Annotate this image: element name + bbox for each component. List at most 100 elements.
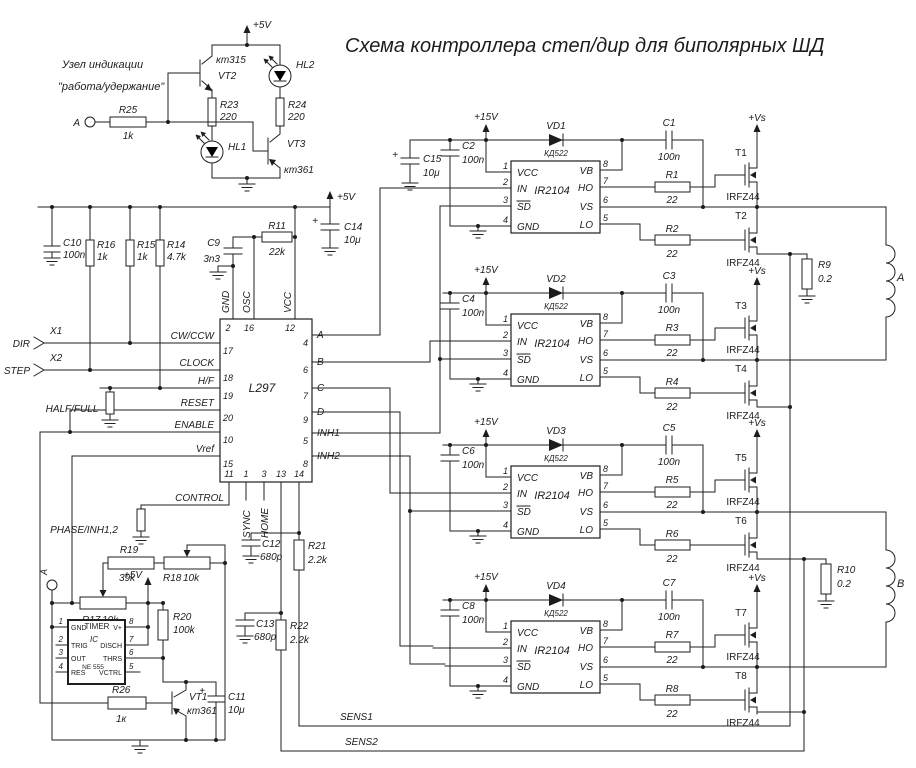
ir2104-pin-gnd: GND: [517, 527, 539, 538]
r25-label: R25: [119, 105, 138, 116]
t-lo-label: T4: [735, 364, 747, 375]
timer-ic-label: IC: [90, 635, 98, 644]
dir-label: DIR: [13, 339, 30, 350]
ir2104-pin-lo: LO: [580, 373, 594, 384]
rlo-value: 22: [665, 249, 678, 260]
ir2104-body: [510, 620, 601, 694]
pin-num: 2: [224, 323, 230, 333]
p15v-label: +15V: [474, 572, 499, 583]
pin-num: 12: [285, 323, 295, 333]
c11-polarity: +: [199, 686, 205, 697]
r22-label: R22: [290, 621, 309, 632]
r24-label: R24: [288, 100, 307, 111]
pin-num: 8: [603, 464, 608, 474]
p15v-arrow-icon: [482, 429, 490, 437]
diode-part: КД522: [544, 149, 568, 158]
cap-boot-value: 100n: [658, 152, 681, 163]
vt1-emitter-arrow-icon: [173, 708, 180, 715]
pin-num: 1: [59, 617, 63, 626]
boot-diode-icon: [549, 594, 563, 606]
pin-num: 7: [603, 481, 609, 491]
pin-num: 5: [603, 366, 609, 376]
vt2-emitter-arrow-icon: [204, 83, 212, 91]
ir2104-pin-vs: VS: [580, 355, 594, 366]
p15v-arrow-icon: [482, 584, 490, 592]
sens2-label: SENS2: [345, 737, 378, 748]
page-title: Схема контроллера степ/дир для биполярны…: [345, 35, 825, 57]
terminal-a: [84, 116, 96, 128]
step-label: STEP: [4, 366, 30, 377]
ir2104-pin-vs: VS: [580, 507, 594, 518]
cap-boot-value: 100n: [658, 305, 681, 316]
diode-part: КД522: [544, 302, 568, 311]
ne555-body: [67, 619, 126, 685]
r9-label: R9: [818, 260, 831, 271]
pin-num: 3: [503, 195, 508, 205]
rlo-label: R2: [666, 224, 679, 235]
body-arrow-icon: [750, 476, 756, 484]
r18-value: 10k: [183, 573, 200, 584]
control-inputs: X1 DIR X2 STEP HALF/FULL PHASE/INH1,2: [4, 326, 230, 704]
wire: [94, 72, 201, 123]
ne555-pin-out: OUT: [71, 656, 87, 663]
ir2104-pin-gnd: GND: [517, 682, 539, 693]
resistor-r10: [820, 563, 832, 595]
body-arrow-icon: [750, 171, 756, 179]
ir2104-pin-in: IN: [517, 644, 528, 655]
body-arrow-icon: [750, 696, 756, 704]
r24-value: 220: [287, 112, 305, 123]
ir2104-pin-gnd: GND: [517, 375, 539, 386]
t-lo-label: T6: [735, 516, 747, 527]
p15v-label: +15V: [474, 417, 499, 428]
vt3-part: кт361: [284, 165, 314, 176]
pin-num: 3: [503, 348, 508, 358]
l297-pin-gnd: GND: [221, 291, 232, 313]
t-lo-part: IRFZ44: [726, 718, 760, 729]
l297-pin-hf: H/F: [198, 376, 215, 387]
vt2-label: VT2: [218, 71, 237, 82]
t-hi-part: IRFZ44: [726, 497, 760, 508]
resistor-r14: [155, 239, 165, 267]
pin-num: 5: [603, 518, 609, 528]
vt2-part: кт315: [216, 55, 246, 66]
l297-pin-vcc: VCC: [283, 291, 294, 313]
pin-num: 18: [223, 373, 233, 383]
ir2104-pin-vs: VS: [580, 662, 594, 673]
boot-diode-icon: [549, 134, 563, 146]
pin-num: 8: [303, 459, 308, 469]
c14-label: C14: [344, 222, 363, 233]
pin-num: 6: [603, 500, 608, 510]
pin-num: 5: [129, 662, 134, 671]
t-lo-part: IRFZ44: [726, 411, 760, 422]
phase-inh-jumper: [136, 508, 146, 532]
r9-value: 0.2: [818, 274, 832, 285]
body-arrow-icon: [750, 631, 756, 639]
ir2104-pin-lo: LO: [580, 220, 594, 231]
c13-value: 680p: [254, 632, 277, 643]
l297-pin-vref: Vref: [196, 444, 215, 455]
resistor-r19: [107, 556, 155, 570]
rhi-value: 22: [665, 500, 678, 511]
led-hl1-triangle: [206, 147, 218, 157]
pin-num: 5: [603, 213, 609, 223]
ne555-pin-trig: TRIG: [71, 643, 88, 650]
resistor-r22: [275, 619, 287, 651]
x2-input-arrow-icon: [33, 363, 45, 377]
boot-diode-icon: [549, 287, 563, 299]
cap-boot-label: C7: [663, 578, 676, 589]
mosfet-high: +Vs T3 IRFZ44: [726, 266, 766, 361]
ne555-pin-vctrl: VCTRL: [99, 670, 122, 677]
vs-label: +Vs: [748, 113, 766, 124]
pot-r18: [163, 556, 211, 570]
r21-label: R21: [308, 541, 326, 552]
pin-num: 6: [603, 348, 608, 358]
ir2104-name: IR2104: [534, 338, 569, 350]
l297-body: [219, 318, 313, 483]
body-arrow-icon: [750, 389, 756, 397]
l297-pin-clock: CLOCK: [180, 358, 216, 369]
l297-pin-reset: RESET: [181, 398, 215, 409]
r16-value: 1k: [97, 252, 109, 263]
pin-num: 4: [303, 338, 308, 348]
diode-part: КД522: [544, 609, 568, 618]
cap-in-value: 100n: [462, 615, 485, 626]
